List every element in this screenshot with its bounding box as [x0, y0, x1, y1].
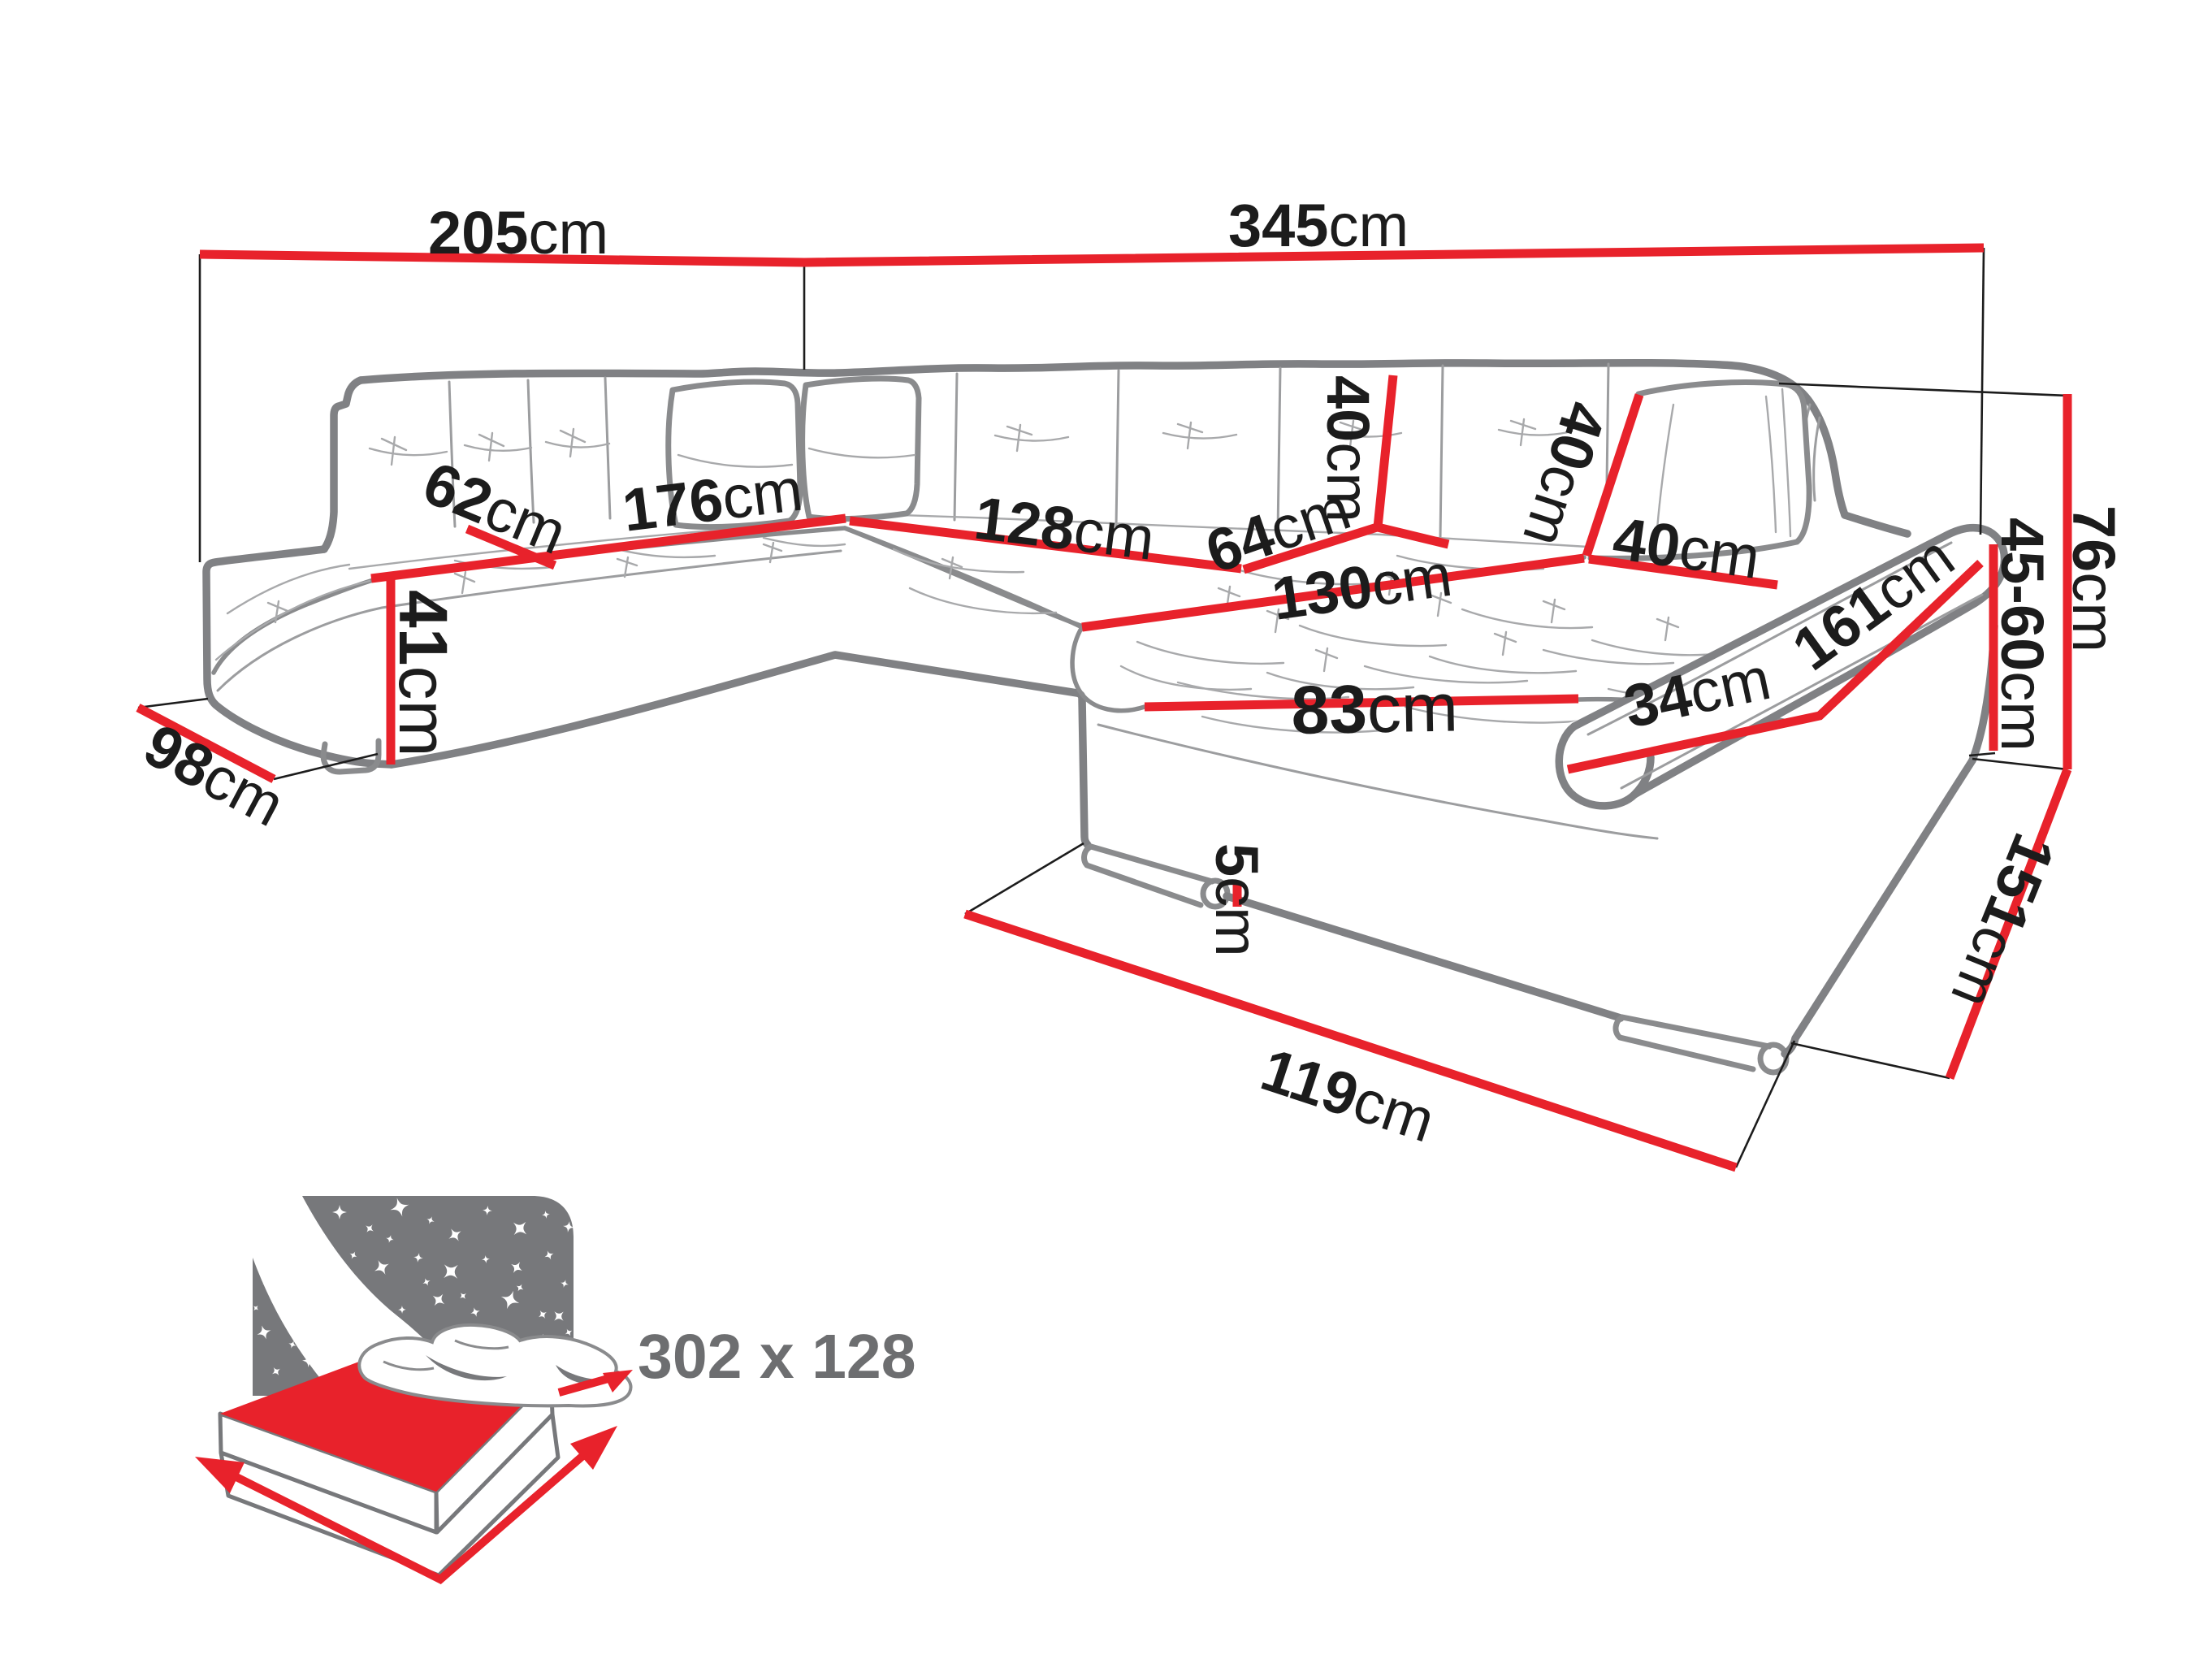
svg-text:205cm: 205cm	[428, 199, 608, 266]
svg-text:45-60cm: 45-60cm	[1989, 518, 2056, 752]
svg-text:5cm: 5cm	[1203, 843, 1270, 957]
svg-text:40cm: 40cm	[1314, 375, 1382, 522]
svg-text:130cm: 130cm	[1268, 541, 1457, 633]
svg-text:83cm: 83cm	[1291, 669, 1459, 748]
svg-text:345cm: 345cm	[1228, 192, 1409, 259]
svg-text:41cm: 41cm	[385, 590, 461, 756]
svg-text:302 x 128: 302 x 128	[638, 1322, 916, 1392]
svg-text:76cm: 76cm	[2060, 505, 2128, 652]
